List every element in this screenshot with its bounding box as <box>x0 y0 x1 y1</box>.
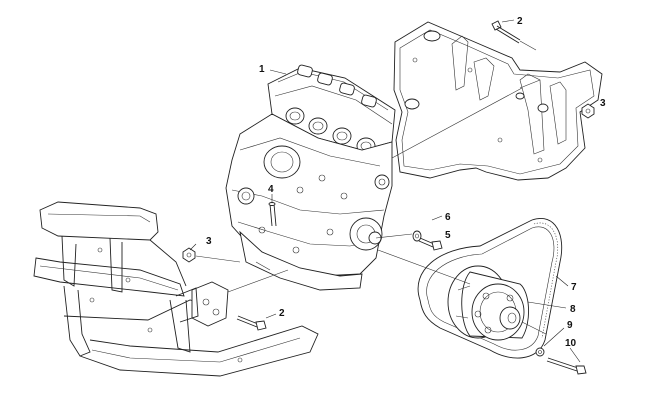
mount-stud <box>268 202 277 227</box>
callout-3-lower: 3 <box>206 236 212 247</box>
callout-6: 6 <box>445 212 451 223</box>
callout-3-upper: 3 <box>600 98 606 109</box>
bolt-upper <box>491 20 537 51</box>
callout-7: 7 <box>571 282 577 293</box>
callout-2-lower: 2 <box>279 308 285 319</box>
callout-1: 1 <box>259 64 265 75</box>
callout-5: 5 <box>445 230 451 241</box>
callout-9: 9 <box>567 320 573 331</box>
washer-6 <box>412 230 422 242</box>
callout-8: 8 <box>570 304 576 315</box>
bolt-5 <box>418 237 443 251</box>
nut-lower-left <box>182 247 196 263</box>
callout-4: 4 <box>268 184 274 195</box>
engine-assembly <box>225 64 396 291</box>
clutch-bolt-10 <box>546 357 587 375</box>
drive-clutch <box>447 265 529 341</box>
callout-10: 10 <box>565 338 577 349</box>
assembly-lines <box>195 79 547 335</box>
engine-mount-bracket <box>393 21 603 181</box>
callout-2-upper: 2 <box>517 16 523 27</box>
nut-upper-right <box>581 103 595 119</box>
bolt-lower <box>236 315 267 331</box>
chassis-frame <box>33 201 319 377</box>
washer-9 <box>535 347 545 357</box>
callouts: 1 2 3 4 3 6 5 2 7 8 9 10 <box>189 16 606 363</box>
